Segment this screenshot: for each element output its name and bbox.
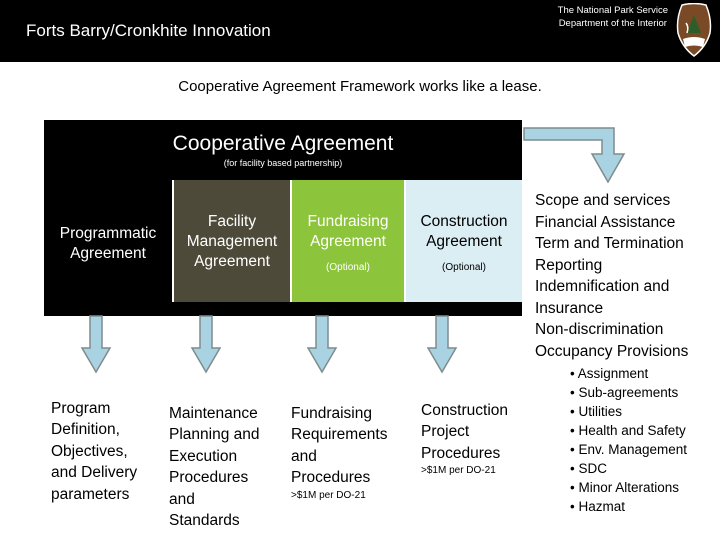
provision-item: • Sub-agreements: [570, 385, 679, 400]
construction-agreement-label: Construction Agreement: [420, 213, 508, 250]
term-item: Term and Termination: [535, 235, 684, 252]
agency-label: The National Park Service Department of …: [558, 4, 668, 30]
agency-line-1: The National Park Service: [557, 5, 668, 16]
down-arrow-icon: [80, 315, 112, 374]
term-item: Indemnification and: [535, 278, 670, 295]
construction-details-text: Construction Project Procedures: [421, 401, 509, 462]
facility-management-agreement-label: Facility Management Agreement: [186, 213, 278, 270]
agency-line-2: Department of the Interior: [558, 18, 667, 29]
header-title: Forts Barry/Cronkhite Innovation: [26, 21, 271, 40]
provision-item: • Hazmat: [570, 499, 625, 514]
fundraising-agreement-box: Fundraising Agreement (Optional): [292, 180, 404, 302]
cooperative-agreement-title: Cooperative Agreement: [172, 132, 394, 155]
header-bar: [0, 0, 720, 62]
agreement-base-bar: [44, 302, 522, 316]
fundraising-details: Fundraising Requirements and Procedures …: [291, 381, 388, 523]
programmatic-details: Program Definition, Objectives, and Deli…: [51, 376, 137, 505]
down-arrow-icon: [426, 315, 458, 374]
provision-item: • SDC: [570, 461, 607, 476]
construction-threshold-note: >$1M per DO-21: [421, 465, 496, 476]
construction-agreement-box: Construction Agreement (Optional): [406, 180, 522, 302]
provision-item: • Utilities: [570, 404, 622, 419]
cooperative-agreement-box: Cooperative Agreement (for facility base…: [44, 120, 522, 180]
programmatic-agreement-box: Programmatic Agreement: [44, 180, 172, 302]
nps-arrowhead-logo-icon: [676, 3, 712, 57]
fundraising-details-text: Fundraising Requirements and Procedures: [291, 404, 388, 487]
down-arrow-icon: [190, 315, 222, 374]
facility-details-text: Maintenance Planning and Execution Proce…: [169, 404, 260, 530]
cooperative-agreement-note: (for facility based partnership): [223, 158, 343, 168]
occupancy-provisions-list: • Assignment • Sub-agreements • Utilitie…: [570, 364, 687, 516]
provision-item: • Env. Management: [570, 442, 688, 457]
term-item: Scope and services: [535, 192, 671, 209]
bent-arrow-icon: [523, 127, 626, 184]
provision-item: • Health and Safety: [570, 423, 686, 438]
facility-management-agreement-box: Facility Management Agreement: [174, 180, 290, 302]
term-item: Reporting: [535, 256, 603, 274]
fundraising-threshold-note: >$1M per DO-21: [291, 489, 366, 501]
construction-details: Construction Project Procedures >$1M per…: [421, 378, 508, 499]
provision-item: • Assignment: [570, 366, 649, 381]
fundraising-optional-label: (Optional): [326, 262, 370, 273]
term-item: Non-discrimination: [535, 321, 664, 338]
down-arrow-icon: [306, 315, 338, 374]
framework-subtitle: Cooperative Agreement Framework works li…: [178, 78, 542, 95]
provision-item: • Minor Alterations: [570, 480, 680, 495]
programmatic-details-text: Program Definition, Objectives, and Deli…: [51, 399, 138, 503]
term-item: Financial Assistance: [535, 213, 676, 231]
agreement-terms-list: Scope and services Financial Assistance …: [535, 190, 688, 362]
programmatic-agreement-label: Programmatic Agreement: [59, 225, 157, 262]
term-item: Occupancy Provisions: [535, 342, 689, 360]
construction-optional-label: (Optional): [442, 262, 486, 273]
facility-details: Maintenance Planning and Execution Proce…: [169, 381, 260, 532]
fundraising-agreement-label: Fundraising Agreement: [307, 213, 389, 250]
term-item: Insurance: [535, 299, 604, 317]
